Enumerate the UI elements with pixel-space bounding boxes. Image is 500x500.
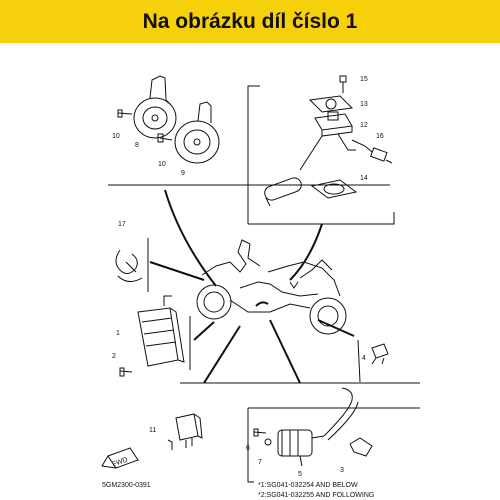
part-label-14: 14 — [360, 175, 368, 182]
fwd-arrow-icon — [101, 447, 139, 469]
part-label-1: 1 — [116, 330, 120, 337]
part-label-5: 5 — [298, 471, 302, 478]
sensor-part[interactable] — [357, 339, 389, 383]
part-label-12: 12 — [360, 122, 368, 129]
part-label-4: 4 — [362, 355, 366, 362]
part-label-6: 6 — [246, 445, 250, 452]
cdi-unit[interactable] — [119, 295, 191, 377]
part-label-11: 11 — [149, 427, 156, 434]
clamp-assembly[interactable] — [115, 238, 149, 292]
relay-part[interactable] — [167, 413, 203, 450]
note-2: *2:SG041-032255 AND FOLLOWING — [258, 492, 374, 499]
part-label-15: 15 — [360, 76, 368, 83]
banner-title: Na obrázku díl číslo 1 — [142, 9, 358, 33]
diagram-code: 5GM2300-0391 — [102, 482, 151, 489]
horn-assembly[interactable] — [117, 75, 220, 164]
note-1: *1:SG041-032254 AND BELOW — [258, 482, 358, 489]
part-label-13: 13 — [360, 101, 368, 108]
part-label-3: 3 — [340, 467, 344, 474]
part-label-16: 16 — [376, 133, 384, 140]
part-label-10a: 10 — [112, 133, 120, 140]
title-banner: Na obrázku díl číslo 1 — [0, 0, 500, 43]
part-label-2: 2 — [112, 353, 116, 360]
part-label-9: 9 — [181, 170, 185, 177]
part-label-7: 7 — [258, 459, 262, 466]
part-label-10b: 10 — [158, 161, 166, 168]
fuel-sender-assembly[interactable] — [247, 75, 395, 225]
part-label-17: 17 — [118, 221, 126, 228]
part-label-8: 8 — [135, 142, 139, 149]
ignition-coil-assembly[interactable] — [247, 387, 420, 483]
motorcycle-outline — [196, 239, 347, 335]
